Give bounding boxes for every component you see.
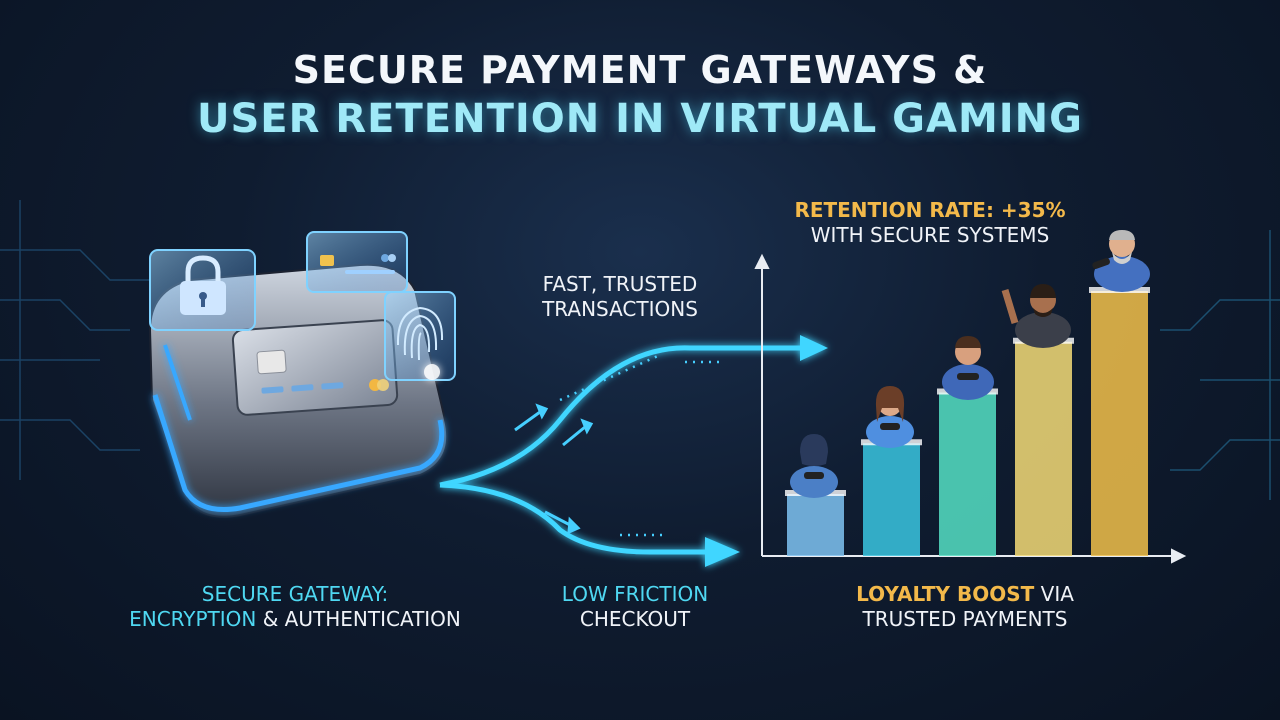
low-friction-highlight: LOW FRICTION <box>561 582 709 606</box>
avatar <box>942 336 994 400</box>
avatar <box>790 434 838 498</box>
credit-card-icon <box>306 231 408 293</box>
authentication-text: & AUTHENTICATION <box>256 607 461 631</box>
title-line-1: SECURE PAYMENT GATEWAYS & <box>292 48 988 92</box>
encryption-highlight: ENCRYPTION <box>129 607 257 631</box>
fast-transactions-label: FAST, TRUSTED TRANSACTIONS <box>520 272 720 322</box>
avatar <box>1092 230 1150 292</box>
circuit-lines-left <box>0 200 150 480</box>
retention-headline: RETENTION RATE: +35% WITH SECURE SYSTEMS <box>770 198 1090 248</box>
retention-bar-4 <box>1015 341 1072 556</box>
retention-bar-5 <box>1091 291 1148 556</box>
avatar <box>1001 284 1071 348</box>
secure-gateway-highlight: SECURE GATEWAY: <box>201 582 389 606</box>
loyalty-via-text: VIA <box>1034 582 1074 606</box>
fast-transactions-line2: TRANSACTIONS <box>542 297 698 321</box>
retention-bars <box>785 287 1150 556</box>
flow-arrows <box>439 335 828 567</box>
retention-bar-1 <box>787 494 844 556</box>
avatar <box>866 386 914 448</box>
title-line-2: USER RETENTION IN VIRTUAL GAMING <box>197 96 1083 142</box>
gamer-avatars <box>790 230 1150 498</box>
lock-icon <box>149 249 256 331</box>
retention-bar-2 <box>863 443 920 556</box>
retention-rate-highlight: RETENTION RATE: +35% <box>794 198 1066 222</box>
retention-bar-3 <box>939 392 996 556</box>
fast-transactions-arrow <box>439 345 800 488</box>
checkout-text: CHECKOUT <box>579 607 691 631</box>
fingerprint-icon <box>384 291 456 381</box>
loyalty-boost-highlight: LOYALTY BOOST <box>856 582 1035 606</box>
low-friction-caption: LOW FRICTION CHECKOUT <box>530 582 740 632</box>
low-friction-arrow <box>439 482 705 555</box>
circuit-lines-right <box>1160 230 1280 500</box>
retention-headline-line2: WITH SECURE SYSTEMS <box>810 223 1050 247</box>
fast-transactions-line1: FAST, TRUSTED <box>542 272 698 296</box>
secure-gateway-caption: SECURE GATEWAY: ENCRYPTION & AUTHENTICAT… <box>100 582 490 632</box>
motion-dashes <box>514 353 720 537</box>
loyalty-boost-caption: LOYALTY BOOST VIA TRUSTED PAYMENTS <box>820 582 1110 632</box>
trusted-payments-text: TRUSTED PAYMENTS <box>862 607 1068 631</box>
